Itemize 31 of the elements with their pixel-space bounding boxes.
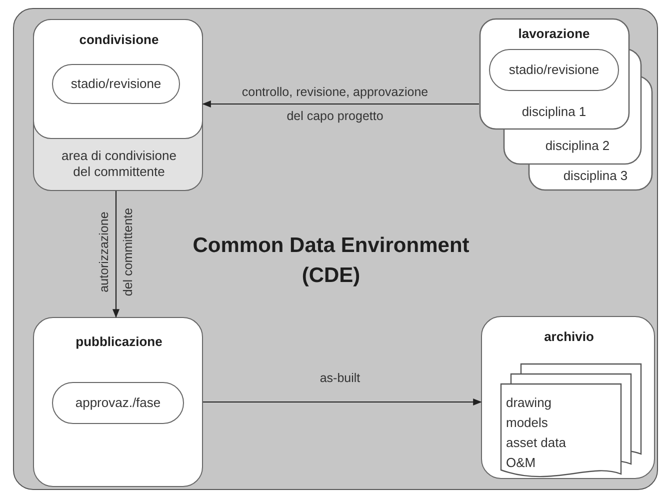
- stage-box: [33, 317, 203, 487]
- pill-text: stadio/revisione: [70, 76, 162, 92]
- stage-heading: lavorazione: [517, 26, 591, 42]
- stage-heading: pubblicazione: [74, 334, 164, 350]
- stage-box: [33, 19, 203, 191]
- status-pill: [489, 49, 619, 91]
- card-stack: [479, 18, 654, 192]
- list-item: O&M: [506, 455, 536, 471]
- list-item: asset data: [506, 435, 566, 451]
- edge-label: autorizzazione del committente: [96, 206, 136, 298]
- pill-text: stadio/revisione: [508, 62, 600, 78]
- stage-heading: archivio: [543, 329, 595, 345]
- stage-heading: condivisione: [78, 32, 160, 48]
- arrow: [203, 398, 482, 406]
- pill-text: approvaz./fase: [74, 395, 162, 411]
- discipline-label: disciplina 2: [544, 138, 611, 154]
- edge-label: as-built: [318, 370, 362, 386]
- arrow: [202, 100, 479, 108]
- document-stack: [500, 363, 644, 480]
- edge-label: controllo, revisione, approvazione del capo progetto: [240, 84, 430, 125]
- area-note: area di condivisione del committente: [60, 148, 178, 180]
- discipline-label: disciplina 3: [562, 168, 629, 184]
- list-item: drawing: [506, 395, 552, 411]
- environment-label: Common Data Environment (CDE): [192, 233, 470, 289]
- list-item: models: [506, 415, 548, 431]
- environment-panel: [13, 8, 658, 490]
- arrow: [112, 191, 120, 318]
- stage-box: [481, 316, 655, 479]
- discipline-label: disciplina 1: [520, 104, 588, 120]
- status-pill: [52, 64, 180, 104]
- status-pill: [52, 382, 184, 424]
